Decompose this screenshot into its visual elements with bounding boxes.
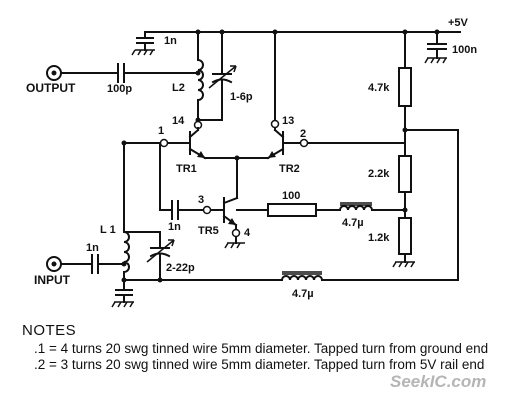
supply-rail: +5V [144,17,469,35]
resistor-r-bot [398,217,412,255]
r-bot-value: 1.2k [368,232,390,244]
watermark: SeekIC.com [390,372,487,391]
c-in-value: 1n [86,242,99,254]
supply-label: +5V [448,17,469,29]
resistor-chain: 4.7k 2.2k 1.2k [368,31,459,281]
inductor-l2: L2 [172,31,204,121]
pin-13: 13 [270,29,294,129]
vc-top-value: 1-6p [230,91,253,103]
tr2-label: TR2 [279,163,300,175]
emitter-junction [204,155,269,199]
transistor-tr1: 1 TR1 [158,125,207,175]
tr5-label: TR5 [198,225,219,237]
transistor-tr5: 3 TR5 4 [198,194,269,249]
c-top-value: 1n [164,35,177,47]
resistor-r-top [398,67,412,107]
choke-small-value: 4.7µ [342,217,364,229]
output-label: OUTPUT [26,81,76,95]
bottom-rail: 4.7µ [121,271,459,300]
svg-text:13: 13 [282,115,294,127]
note-item-1: .1 = 4 turns 20 swg tinned wire 5mm diam… [34,341,489,356]
trimmer-capacitor-bottom: 2-22p [123,231,195,281]
left-bus [121,140,173,233]
resistor-r-series: 100 [267,190,341,217]
resistor-r-mid [398,155,412,193]
r-top-value: 4.7k [368,82,390,94]
r-series-value: 100 [282,190,300,202]
pin-1: 1 [158,125,164,137]
trimmer-capacitor-top: 1-6p [195,31,253,123]
capacitor-c-top: 1n [131,31,177,56]
vc-bot-value: 2-22p [166,262,195,274]
notes-section: NOTES .1 = 4 turns 20 swg tinned wire 5m… [22,322,502,373]
svg-text:14: 14 [172,115,185,127]
note-item-2: .2 = 3 turns 20 swg tinned wire 5mm diam… [34,357,485,372]
c-supply-value: 100n [452,44,477,56]
r-mid-value: 2.2k [368,168,390,180]
capacitor-c-supply: 100n [424,31,477,64]
ground-capacitor-bottom [111,289,134,308]
pin-3: 3 [198,194,204,206]
output-section: OUTPUT 100p [26,63,199,95]
transistor-tr2: 2 TR2 [266,127,406,175]
c-out-value: 100p [107,83,132,95]
input-label: INPUT [34,273,71,287]
choke-small: 4.7µ [338,202,406,229]
choke-big-value: 4.7µ [292,288,314,300]
c-base-value: 1n [168,221,181,233]
tr1-label: TR1 [176,163,197,175]
l2-label: L2 [172,82,185,94]
pin-2: 2 [300,128,306,140]
notes-title: NOTES [22,322,77,339]
capacitor-c-base: 1n [168,200,205,233]
l1-label: L 1 [100,224,116,236]
pin-4: 4 [244,227,251,239]
input-section: INPUT 1n [34,242,125,287]
